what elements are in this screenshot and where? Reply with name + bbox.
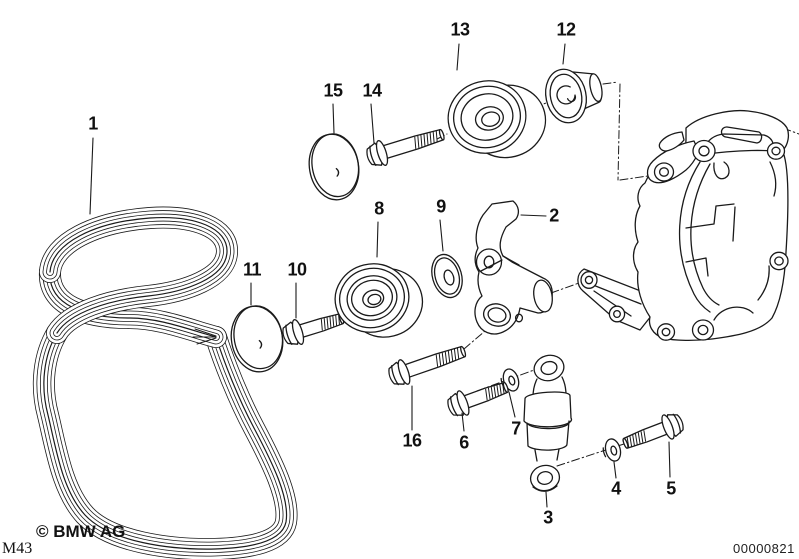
leader-line xyxy=(456,43,460,71)
callout-4: 4 xyxy=(611,478,621,499)
callout-10: 10 xyxy=(287,259,307,280)
tension-pulley-13-illustration xyxy=(447,80,547,159)
copyright-text: © BMW AG xyxy=(36,522,126,541)
cap-15-illustration xyxy=(308,133,360,201)
callout-15: 15 xyxy=(323,80,343,101)
leader-line xyxy=(89,137,94,215)
leader-line xyxy=(562,43,566,65)
bolt-10-illustration xyxy=(279,305,348,350)
leader-line xyxy=(508,391,516,418)
deflection-pulley-8-illustration xyxy=(334,263,424,338)
leader-line xyxy=(439,219,444,252)
washer-7-illustration xyxy=(497,366,522,395)
leader-line xyxy=(370,103,375,144)
cap-11-illustration xyxy=(230,305,284,373)
bolt-14-illustration xyxy=(363,121,448,171)
leader-line xyxy=(520,214,547,217)
vibration-damper-illustration xyxy=(523,354,573,492)
callout-16: 16 xyxy=(402,430,422,451)
callout-13: 13 xyxy=(450,19,470,40)
callout-5: 5 xyxy=(666,478,676,499)
callout-12: 12 xyxy=(556,19,576,40)
ribbed-belt-illustration xyxy=(44,218,287,550)
mounting-bracket-illustration xyxy=(577,109,790,342)
callout-9: 9 xyxy=(436,196,446,217)
leader-line xyxy=(668,441,671,478)
bolt-5-illustration xyxy=(618,409,688,457)
document-number-text: 00000821 xyxy=(733,541,795,556)
callout-3: 3 xyxy=(543,507,553,528)
pulley-12-illustration xyxy=(544,68,603,124)
callout-11: 11 xyxy=(242,259,262,280)
leader-lines xyxy=(89,43,671,508)
tension-lever-illustration xyxy=(474,200,553,335)
washer-9-illustration xyxy=(431,253,463,299)
leader-line xyxy=(461,412,465,432)
callout-8: 8 xyxy=(374,198,384,219)
leader-line xyxy=(613,461,617,479)
leader-line xyxy=(332,103,335,134)
leader-line xyxy=(545,491,548,508)
callout-6: 6 xyxy=(459,432,469,453)
leader-line xyxy=(376,221,379,258)
callout-2: 2 xyxy=(549,205,559,226)
callout-14: 14 xyxy=(362,80,382,101)
callout-7: 7 xyxy=(511,418,521,439)
bolt-16-illustration xyxy=(385,338,470,390)
engine-code-text: M43 xyxy=(2,540,33,557)
callout-1: 1 xyxy=(88,113,98,134)
